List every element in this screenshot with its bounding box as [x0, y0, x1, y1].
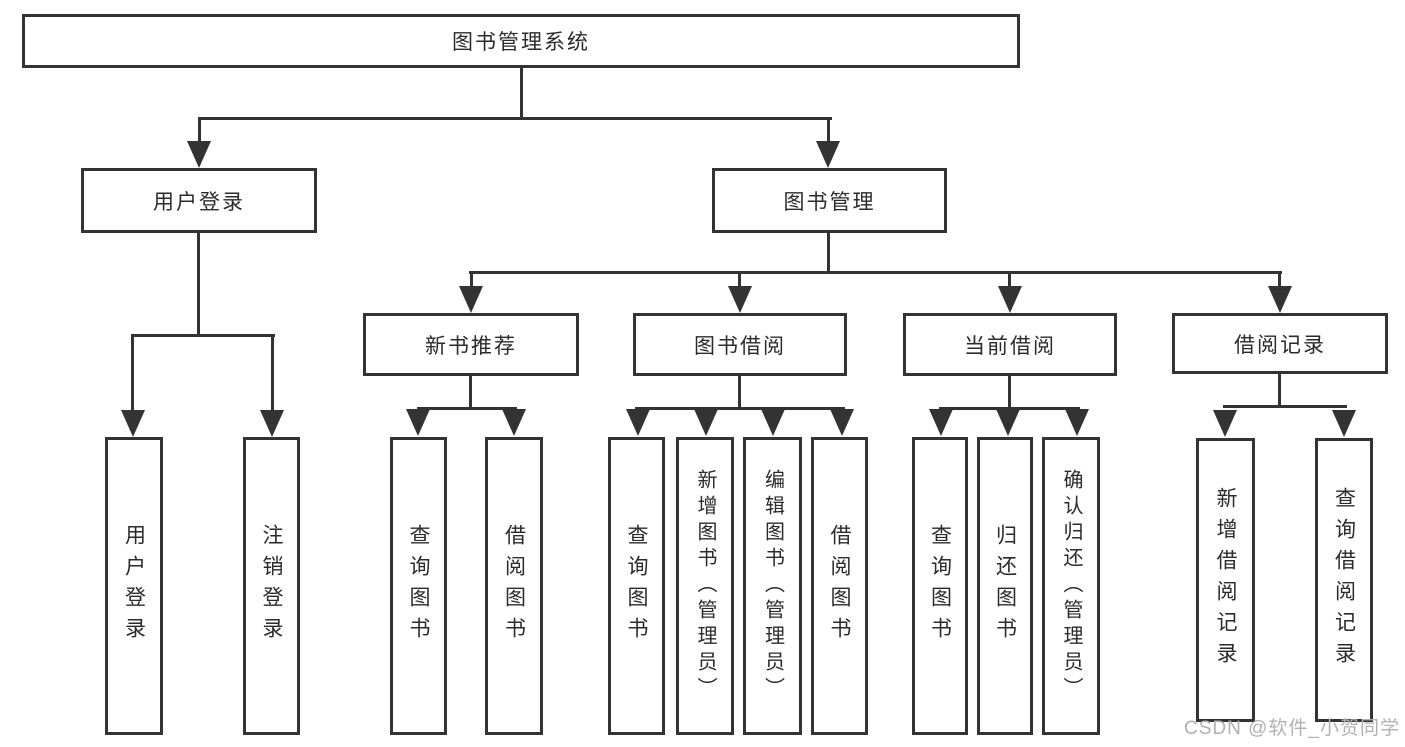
node-book-borrow: 图书借阅: [633, 313, 847, 376]
connector-arrow: [996, 409, 1020, 436]
leaf-query-books-borrow-label: 查询图书: [625, 524, 648, 648]
connector-arrow: [1213, 410, 1237, 437]
node-borrow-records-label: 借阅记录: [1234, 333, 1326, 357]
node-user-login: 用户登录: [81, 168, 317, 233]
leaf-borrow-books-recommend-label: 借阅图书: [502, 524, 526, 648]
node-book-management: 图书管理: [712, 168, 947, 233]
connector-line: [131, 334, 134, 412]
connector-line: [939, 407, 1080, 410]
node-new-book-recommend: 新书推荐: [363, 313, 579, 376]
node-book-borrow-label: 图书借阅: [694, 334, 786, 358]
leaf-query-borrow-record-label: 查询借阅记录: [1332, 487, 1356, 673]
node-current-borrow: 当前借阅: [903, 313, 1117, 376]
leaf-add-books-admin: 新增图书（管理员）: [676, 437, 734, 735]
leaf-user-login-label: 用户登录: [122, 524, 146, 648]
connector-arrow: [830, 409, 854, 436]
leaf-query-borrow-record: 查询借阅记录: [1315, 438, 1373, 722]
leaf-edit-books-admin-label: 编辑图书（管理员）: [761, 469, 784, 703]
leaf-user-login: 用户登录: [105, 437, 163, 735]
node-new-book-recommend-label: 新书推荐: [425, 334, 517, 358]
connector-line: [827, 233, 830, 274]
connector-arrow: [998, 286, 1022, 313]
leaf-borrow-books-recommend: 借阅图书: [485, 437, 543, 735]
connector-line: [738, 271, 741, 289]
connector-arrow: [728, 286, 752, 313]
leaf-add-borrow-record-label: 新增借阅记录: [1214, 487, 1237, 673]
leaf-edit-books-admin: 编辑图书（管理员）: [743, 437, 802, 735]
node-root-label: 图书管理系统: [452, 31, 590, 54]
connector-line: [271, 334, 274, 412]
connector-line: [738, 376, 741, 410]
leaf-query-books-current-label: 查询图书: [928, 524, 952, 648]
connector-arrow: [459, 286, 483, 313]
leaf-logout: 注销登录: [243, 437, 300, 735]
connector-line: [520, 68, 523, 120]
connector-arrow: [694, 409, 718, 436]
leaf-confirm-return-admin-label: 确认归还（管理员）: [1060, 469, 1082, 703]
connector-line: [131, 334, 275, 337]
connector-line: [417, 407, 517, 410]
connector-arrow: [1332, 410, 1356, 437]
connector-line: [469, 271, 1282, 274]
connector-arrow: [502, 409, 526, 436]
leaf-add-borrow-record: 新增借阅记录: [1196, 438, 1255, 722]
node-book-management-label: 图书管理: [783, 190, 876, 214]
leaf-borrow-books: 借阅图书: [811, 437, 868, 735]
connector-line: [1278, 271, 1281, 289]
leaf-query-books-recommend: 查询图书: [390, 437, 447, 735]
leaf-query-books-current: 查询图书: [912, 437, 968, 735]
leaf-query-books-borrow: 查询图书: [608, 437, 665, 735]
connector-arrow: [121, 410, 145, 437]
leaf-add-books-admin-label: 新增图书（管理员）: [694, 469, 716, 703]
connector-line: [197, 233, 200, 337]
connector-arrow: [761, 409, 785, 436]
connector-line: [1008, 376, 1011, 410]
node-borrow-records: 借阅记录: [1172, 313, 1388, 374]
connector-arrow: [187, 141, 211, 168]
connector-line: [827, 117, 830, 145]
connector-arrow: [626, 409, 650, 436]
leaf-confirm-return-admin: 确认归还（管理员）: [1042, 437, 1100, 735]
connector-line: [470, 271, 473, 289]
connector-line: [1278, 374, 1281, 408]
leaf-borrow-books-label: 借阅图书: [828, 524, 851, 648]
connector-line: [635, 407, 845, 410]
connector-line: [198, 117, 832, 120]
connector-arrow: [260, 410, 284, 437]
watermark: CSDN @软件_小贺同学: [1184, 718, 1400, 739]
connector-arrow: [1268, 286, 1292, 313]
connector-arrow: [406, 409, 430, 436]
connector-line: [198, 117, 201, 145]
connector-arrow: [816, 141, 840, 168]
connector-arrow: [929, 409, 953, 436]
connector-line: [1008, 271, 1011, 289]
leaf-return-books: 归还图书: [977, 437, 1033, 735]
leaf-query-books-recommend-label: 查询图书: [407, 524, 430, 648]
leaf-logout-label: 注销登录: [260, 524, 283, 648]
connector-line: [1223, 405, 1347, 408]
node-current-borrow-label: 当前借阅: [964, 334, 1056, 358]
leaf-return-books-label: 归还图书: [993, 524, 1017, 648]
node-user-login-label: 用户登录: [153, 190, 245, 214]
connector-line: [469, 376, 472, 410]
connector-arrow: [1065, 409, 1089, 436]
node-root: 图书管理系统: [22, 14, 1020, 68]
